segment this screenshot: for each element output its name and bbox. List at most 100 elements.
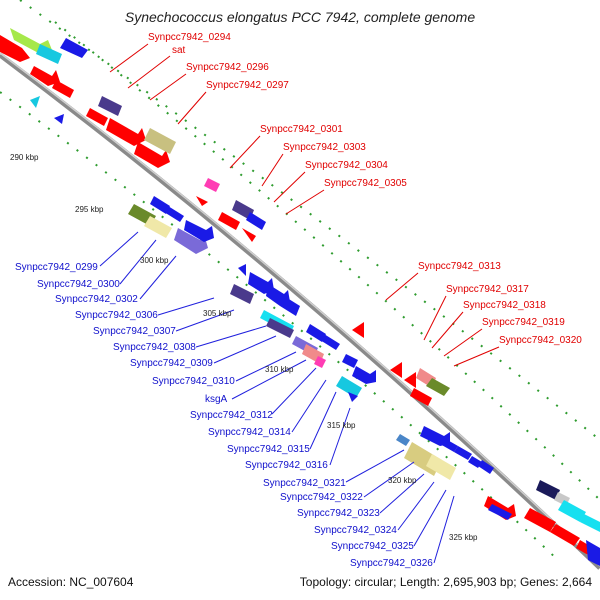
gene-feature <box>404 372 416 388</box>
gene-label-upper: Synpcc7942_0318 <box>463 300 546 311</box>
kbp-tick-label: 300 kbp <box>140 256 169 265</box>
gene-feature <box>184 220 214 242</box>
gene-label-upper: Synpcc7942_0317 <box>446 284 529 295</box>
gene-feature <box>174 228 208 254</box>
gene-feature <box>164 206 184 222</box>
gene-feature <box>30 66 60 86</box>
leader-lines-bottom <box>99 231 455 564</box>
gene-label-upper: Synpcc7942_0320 <box>499 335 582 346</box>
gene-label-lower: Synpcc7942_0321 <box>263 478 346 489</box>
gene-label-upper: Synpcc7942_0301 <box>260 124 343 135</box>
gene-feature <box>478 460 494 474</box>
kbp-tick-label: 305 kbp <box>203 309 232 318</box>
genome-backbone-highlight <box>0 52 600 567</box>
gene-feature <box>242 228 256 242</box>
gene-label-lower: Synpcc7942_0312 <box>190 410 273 421</box>
gene-label-lower: Synpcc7942_0308 <box>113 342 196 353</box>
accession-text: Accession: NC_007604 <box>8 575 134 589</box>
gene-label-lower: Synpcc7942_0299 <box>15 262 98 273</box>
gene-label-upper: Synpcc7942_0303 <box>283 142 366 153</box>
leader-lines-top <box>109 43 500 367</box>
gene-label-upper: Synpcc7942_0313 <box>418 261 501 272</box>
gene-feature <box>390 362 402 378</box>
gene-label-lower: Synpcc7942_0310 <box>152 376 235 387</box>
gene-feature <box>320 334 340 350</box>
gene-feature <box>0 35 30 62</box>
gene-label-upper: Synpcc7942_0296 <box>186 62 269 73</box>
gene-feature <box>238 264 246 276</box>
gene-feature <box>410 388 432 406</box>
lower-strand-genes <box>128 196 600 566</box>
gene-feature <box>580 514 600 532</box>
gene-feature <box>134 142 170 168</box>
gene-feature <box>196 196 208 206</box>
gene-feature <box>348 392 358 402</box>
gene-label-lower: ksgA <box>205 394 228 405</box>
gene-feature <box>342 354 358 368</box>
gene-feature <box>106 118 146 146</box>
gene-feature <box>352 322 364 338</box>
gene-label-lower: Synpcc7942_0302 <box>55 294 138 305</box>
gene-feature <box>54 114 64 124</box>
map-title: Synechococcus elongatus PCC 7942, comple… <box>125 9 475 25</box>
gene-feature <box>426 378 450 396</box>
gene-feature <box>306 324 326 342</box>
gene-label-lower: Synpcc7942_0316 <box>245 460 328 471</box>
gene-label-lower: Synpcc7942_0323 <box>297 508 380 519</box>
gene-label-upper: Synpcc7942_0294 <box>148 32 231 43</box>
genome-backbone <box>0 53 600 570</box>
gene-feature <box>150 196 170 214</box>
gene-feature <box>60 38 88 58</box>
gene-feature <box>396 434 410 446</box>
gene-feature <box>86 108 108 126</box>
kbp-tick-label: 325 kbp <box>449 533 478 542</box>
gene-feature <box>36 44 62 64</box>
gene-feature <box>246 212 266 230</box>
gene-feature <box>204 178 220 192</box>
kbp-tick-label: 290 kbp <box>10 153 39 162</box>
gene-label-lower: Synpcc7942_0307 <box>93 326 176 337</box>
gene-feature <box>266 318 294 338</box>
gene-feature <box>352 366 376 384</box>
gene-feature <box>336 376 362 398</box>
gene-label-lower: Synpcc7942_0322 <box>280 492 363 503</box>
gene-label-lower: Synpcc7942_0324 <box>314 525 397 536</box>
gene-label-lower: Synpcc7942_0306 <box>75 310 158 321</box>
gene-feature <box>144 128 176 154</box>
gene-label-upper: sat <box>172 45 186 56</box>
kbp-tick-label: 320 kbp <box>388 476 417 485</box>
gene-label-lower: Synpcc7942_0300 <box>37 279 120 290</box>
genome-summary-text: Topology: circular; Length: 2,695,903 bp… <box>300 575 593 589</box>
gene-feature <box>52 80 74 98</box>
gene-feature <box>230 284 254 304</box>
gene-label-lower: Synpcc7942_0325 <box>331 541 414 552</box>
gene-feature <box>30 96 40 108</box>
kbp-tick-label: 315 kbp <box>327 421 356 430</box>
tick-rows <box>0 0 600 563</box>
gene-feature <box>488 504 512 520</box>
gene-feature <box>440 438 458 452</box>
gene-label-lower: Synpcc7942_0314 <box>208 427 291 438</box>
gene-label-upper: Synpcc7942_0297 <box>206 80 289 91</box>
gene-feature <box>218 212 240 230</box>
gene-label-lower: Synpcc7942_0315 <box>227 444 310 455</box>
gene-feature <box>144 216 172 238</box>
gene-feature <box>536 480 560 500</box>
gene-label-upper: Synpcc7942_0319 <box>482 317 565 328</box>
gene-feature <box>454 446 472 460</box>
gene-label-lower: Synpcc7942_0326 <box>350 558 433 569</box>
upper-gene-labels: Synpcc7942_0294satSynpcc7942_0296Synpcc7… <box>148 32 582 346</box>
gene-feature <box>550 524 580 546</box>
lower-gene-labels: Synpcc7942_0299Synpcc7942_0300Synpcc7942… <box>15 262 433 569</box>
gene-feature <box>524 508 556 532</box>
gene-feature <box>426 454 456 480</box>
gene-label-lower: Synpcc7942_0309 <box>130 358 213 369</box>
gene-feature <box>280 296 300 316</box>
gene-feature <box>586 540 600 566</box>
gene-feature <box>98 96 122 116</box>
gene-feature <box>468 456 482 468</box>
gene-feature <box>314 356 326 368</box>
gene-label-upper: Synpcc7942_0305 <box>324 178 407 189</box>
